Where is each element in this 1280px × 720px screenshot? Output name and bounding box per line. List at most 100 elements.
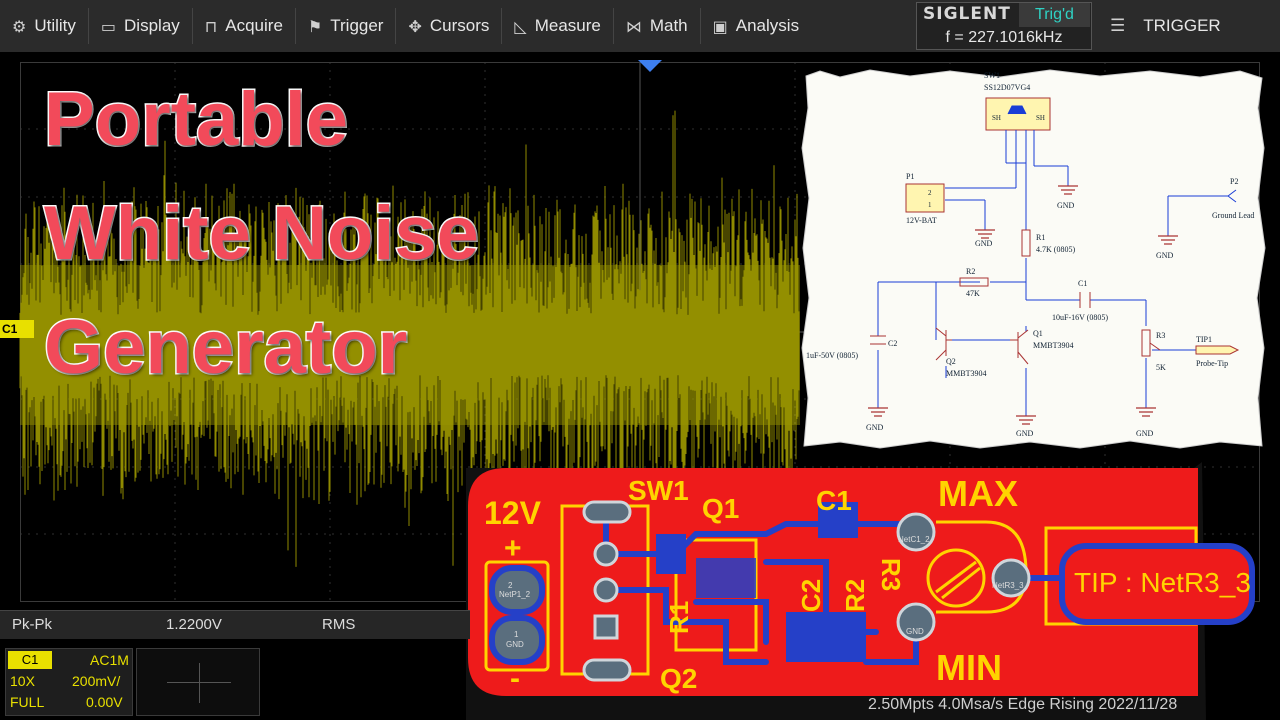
sw1-part: SS12D07VG4 (984, 83, 1030, 92)
channel-offset: 0.00V (86, 694, 123, 710)
menu-acquire-label: Acquire (225, 16, 283, 35)
gnd-r3: GND (1136, 429, 1154, 438)
trigger-status-box: SIGLENT Trig'd f = 227.1016kHz (916, 2, 1092, 50)
menu-divider (191, 8, 193, 44)
menu-trigger[interactable]: ⚑ Trigger (296, 0, 396, 52)
pcb-layout: 2 NetP1_2 1 GND NetC1_2 NetR3_3 GND TIP … (466, 462, 1255, 720)
q1-ref: Q1 (1033, 329, 1043, 338)
channel-scale: 200mV/ (72, 673, 121, 689)
pcb-q2-label: Q2 (660, 663, 697, 694)
measure-next-name: RMS (322, 616, 356, 633)
list-icon: ☰ (1110, 16, 1126, 36)
pcb-minus-label: - (510, 662, 520, 695)
r3-value: 5K (1156, 363, 1166, 372)
menu-divider (612, 8, 614, 44)
q2-part: MMBT3904 (946, 369, 986, 378)
sw1-sh-left: SH (992, 114, 1001, 122)
pcb-q1-label: Q1 (702, 493, 739, 524)
p1-part: 12V-BAT (906, 216, 937, 225)
c2-ref: C2 (888, 339, 897, 348)
pad-netr3-label: NetR3_3 (992, 581, 1024, 590)
cursor-icon: ✥ (408, 16, 422, 36)
schematic-diagram: SW1 SS12D07VG4 SH SH P1 2 1 12V-BAT P2 G… (801, 69, 1266, 449)
channel-probe: 10X (10, 673, 35, 689)
tip1-part: Probe-Tip (1196, 359, 1228, 368)
p2-ref: P2 (1230, 177, 1238, 186)
q2-ref: Q2 (946, 357, 956, 366)
overlay-title-line-3: Generator (42, 305, 408, 390)
analysis-icon: ▣ (712, 16, 728, 36)
gnd-p1: GND (975, 239, 993, 248)
gnd-c2: GND (866, 423, 884, 432)
gnd-sw1: GND (1057, 201, 1075, 210)
channel-coupling: AC1M (90, 652, 129, 668)
preview-crosshair-v (199, 663, 200, 703)
pad-gnd-pin: 1 (514, 630, 519, 639)
channel-preview-box[interactable] (136, 648, 260, 716)
noise-waveform (19, 110, 800, 603)
trigger-panel-button[interactable]: ☰ TRIGGER (1110, 0, 1221, 52)
channel-label: C1 (8, 651, 52, 669)
math-icon: ⋈ (625, 16, 642, 36)
sw1-sh-right: SH (1036, 114, 1045, 122)
gnd-q1: GND (1016, 429, 1034, 438)
tip1-ref: TIP1 (1196, 335, 1212, 344)
channel-bandwidth: FULL (10, 694, 45, 710)
brand-logo: SIGLENT (923, 4, 1011, 24)
p1-ref: P1 (906, 172, 914, 181)
menu-display-label: Display (124, 16, 180, 35)
pad-netp1-pin: 2 (508, 581, 513, 590)
pcb-sw1-label: SW1 (628, 475, 689, 506)
measure-icon: ◺ (514, 16, 527, 36)
r3-ref: R3 (1156, 331, 1165, 340)
trigger-state-badge: Trig'd (1019, 3, 1090, 27)
noise-core-band (20, 265, 800, 425)
channel-1-info[interactable]: C1 AC1M 10X 200mV/ FULL 0.00V (5, 648, 133, 716)
pad-netc1-label: NetC1_2 (898, 535, 930, 544)
overlay-title-line-2: White Noise (43, 191, 481, 276)
r2-value: 47K (966, 289, 980, 298)
menu-analysis[interactable]: ▣ Analysis (701, 0, 811, 52)
menu-utility[interactable]: ⚙Utility (0, 0, 88, 52)
trigger-position-marker (638, 60, 662, 72)
tip-pad-label: TIP : NetR3_3 (1074, 567, 1251, 598)
overlay-title-line-1: Portable (42, 77, 349, 162)
r1-ref: R1 (1036, 233, 1045, 242)
menu-math-label: Math (649, 16, 688, 35)
acquisition-status-strip: 2.50Mpts 4.0Msa/s Edge Rising 2022/11/28 (868, 696, 1178, 713)
acquire-icon: ⊓ (204, 16, 218, 36)
pcb-r1-label: R1 (664, 601, 694, 634)
menu-divider (699, 8, 701, 44)
menu-acquire[interactable]: ⊓ Acquire (193, 0, 295, 52)
menu-divider (395, 8, 397, 44)
pcb-voltage-label: 12V (484, 495, 542, 531)
menu-math[interactable]: ⋈ Math (614, 0, 700, 52)
menu-analysis-label: Analysis (735, 16, 800, 35)
measure-name: Pk-Pk (12, 616, 53, 633)
menu-measure-label: Measure (534, 16, 601, 35)
p1-pin2: 2 (928, 189, 932, 197)
p1-pin1: 1 (928, 201, 932, 209)
pcb-c2-label: C2 (796, 579, 826, 612)
gnd-p2: GND (1156, 251, 1174, 260)
menu-cursors[interactable]: ✥Cursors (396, 0, 501, 52)
menu-measure[interactable]: ◺ Measure (502, 0, 612, 52)
frequency-readout: f = 227.1016kHz (945, 29, 1063, 46)
measurement-bar[interactable]: Pk-Pk 1.2200V RMS (0, 610, 470, 639)
flag-icon: ⚑ (307, 16, 323, 36)
q1-part: MMBT3904 (1033, 341, 1073, 350)
pad-min-gnd-label: GND (906, 627, 924, 636)
pcb-c1-label: C1 (816, 485, 852, 516)
sw1-ref: SW1 (984, 71, 1000, 80)
r2-ref: R2 (966, 267, 975, 276)
noise-trace (19, 110, 800, 603)
c1-value: 10uF-16V (0805) (1052, 313, 1108, 322)
menu-divider (501, 8, 503, 44)
measure-value: 1.2200V (166, 616, 222, 633)
p2-part: Ground Lead (1212, 211, 1254, 220)
pcb-max-label: MAX (938, 473, 1018, 514)
menu-display[interactable]: ▭Display (89, 0, 192, 52)
c1-ref: C1 (1078, 279, 1087, 288)
menu-trigger-label: Trigger (330, 16, 384, 35)
pad-netp1-label: NetP1_2 (499, 590, 531, 599)
